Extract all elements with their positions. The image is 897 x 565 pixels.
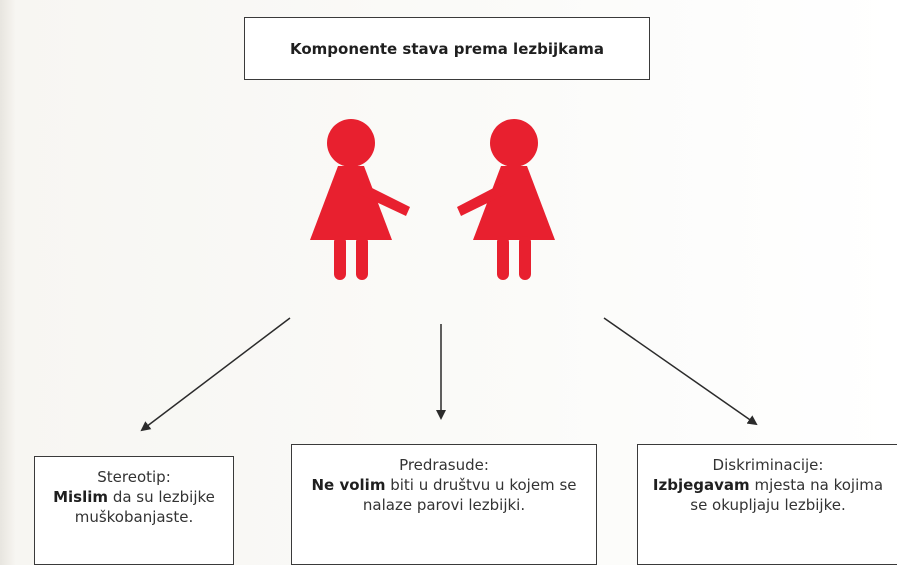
arrow-to-stereotype <box>140 317 291 432</box>
diagram-title: Komponente stava prema lezbijkama <box>290 39 604 58</box>
component-keyword: Mislim <box>53 488 109 506</box>
page-binding-shadow <box>0 0 16 565</box>
female-figure-icon-left <box>310 119 410 280</box>
title-box: Komponente stava prema lezbijkama <box>244 17 650 80</box>
component-text: biti u društvu u kojem se nalaze parovi … <box>362 476 577 514</box>
component-heading: Predrasude: <box>399 456 489 474</box>
female-figure-icon-right <box>457 119 555 280</box>
component-box-stereotype: Stereotip: Mislim da su lezbijke muškoba… <box>34 456 234 565</box>
component-heading: Stereotip: <box>97 468 171 486</box>
arrow-to-discrimination <box>603 317 758 426</box>
component-box-discrimination: Diskriminacije: Izbjegavam mjesta na koj… <box>637 444 897 565</box>
component-box-prejudice: Predrasude: Ne volim biti u društvu u ko… <box>291 444 597 565</box>
component-heading: Diskriminacije: <box>712 456 824 474</box>
component-keyword: Ne volim <box>311 476 386 494</box>
component-keyword: Izbjegavam <box>652 476 750 494</box>
component-text: mjesta na kojima se okupljaju lezbijke. <box>690 476 884 514</box>
component-text: da su lezbijke muškobanjaste. <box>74 488 215 526</box>
